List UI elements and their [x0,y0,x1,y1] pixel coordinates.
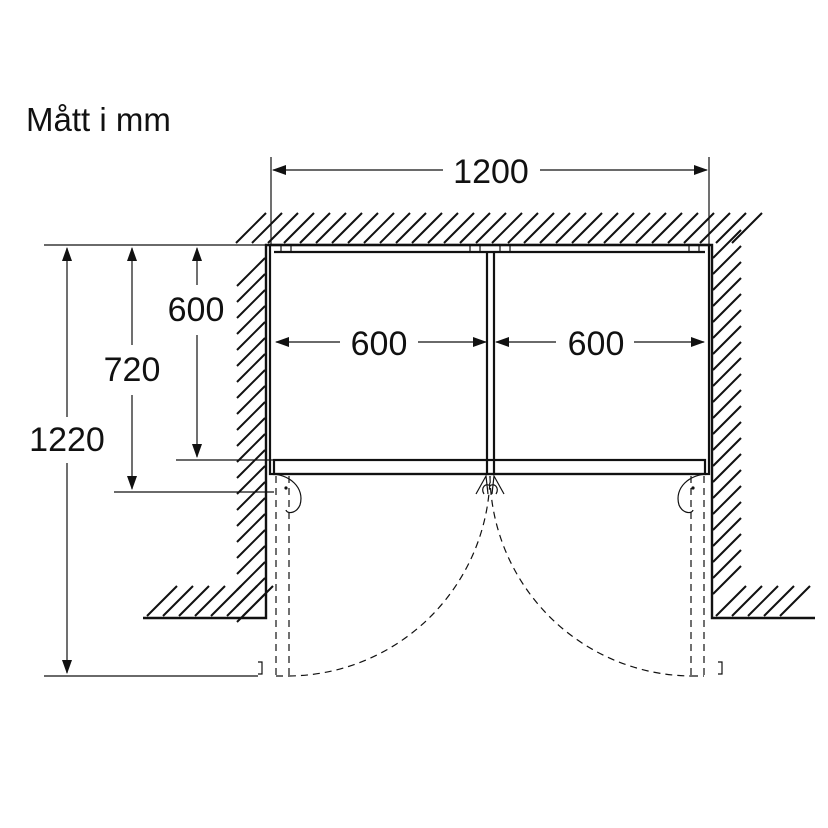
units-title: Mått i mm [26,101,171,138]
hinge-left [269,473,302,514]
dim-right-width-label: 600 [568,325,625,363]
door-edge-marks [258,661,723,675]
dim-total-width: 1200 [272,153,708,191]
dim-body-depth-label: 600 [168,291,225,329]
appliance-body [268,243,711,476]
wall-hatching [146,212,811,623]
hinge-right [677,473,710,514]
dim-body-depth: 600 [168,247,225,458]
dim-left-width: 600 [275,325,487,363]
dim-depth-open-label: 1220 [29,421,105,459]
dim-left-width-label: 600 [351,325,408,363]
extension-lines [44,157,710,677]
door-swing-right [489,475,705,677]
door-swing-left [275,475,491,677]
dim-right-width: 600 [495,325,705,363]
dim-depth-doors: 720 [104,247,161,490]
dim-depth-open: 1220 [29,247,105,674]
dim-depth-doors-label: 720 [104,351,161,389]
dim-total-width-label: 1200 [453,153,529,191]
